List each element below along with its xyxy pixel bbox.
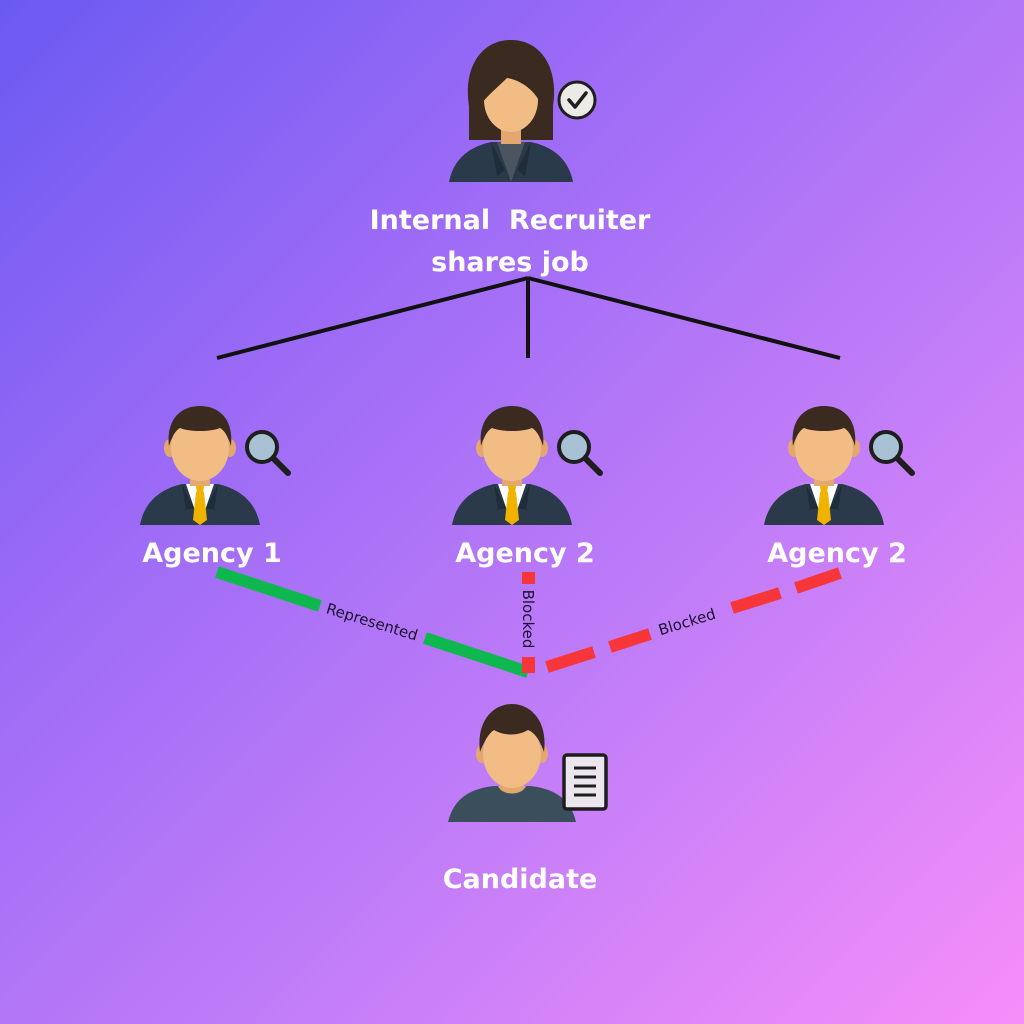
agency-1-avatar [140,406,260,525]
recruiter-subtitle: shares job [431,247,589,278]
blocked-dash [730,587,782,614]
tree-connector [216,276,841,360]
recruiter-avatar [449,40,573,182]
blocked-dash [522,572,535,584]
blocked-dash [545,646,596,673]
agency-3-label: Agency 2 [767,538,907,569]
tree-branch-left [216,276,529,360]
candidate-label: Candidate [442,864,598,895]
candidate-avatar [448,704,576,822]
blocked-dash [522,657,535,673]
represented-label: Represented [324,600,420,645]
represented-line-segment [423,632,530,678]
agency-2-avatar [452,406,572,525]
agency-1-label: Agency 1 [142,538,282,569]
recruiter-title: Internal Recruiter [369,205,651,236]
blocked-label-right: Blocked [656,605,717,639]
check-icon [557,80,597,120]
tree-branch-right [527,276,841,360]
connection-represented: Represented [215,566,530,678]
agency-2-label: Agency 2 [455,538,595,569]
connection-blocked-right: Blocked [545,567,842,673]
blocked-dash [794,567,842,594]
blocked-label-center: Blocked [519,590,537,649]
document-icon [562,753,608,811]
magnifier-icon [559,432,600,473]
connection-blocked-center: Blocked [519,572,537,673]
magnifier-icon [247,432,288,473]
blocked-dash [608,628,652,653]
recruiter-label: Internal Recruiter shares job [330,200,690,284]
represented-line-segment [215,566,322,612]
agency-3-avatar [764,406,884,525]
magnifier-icon [871,432,912,473]
